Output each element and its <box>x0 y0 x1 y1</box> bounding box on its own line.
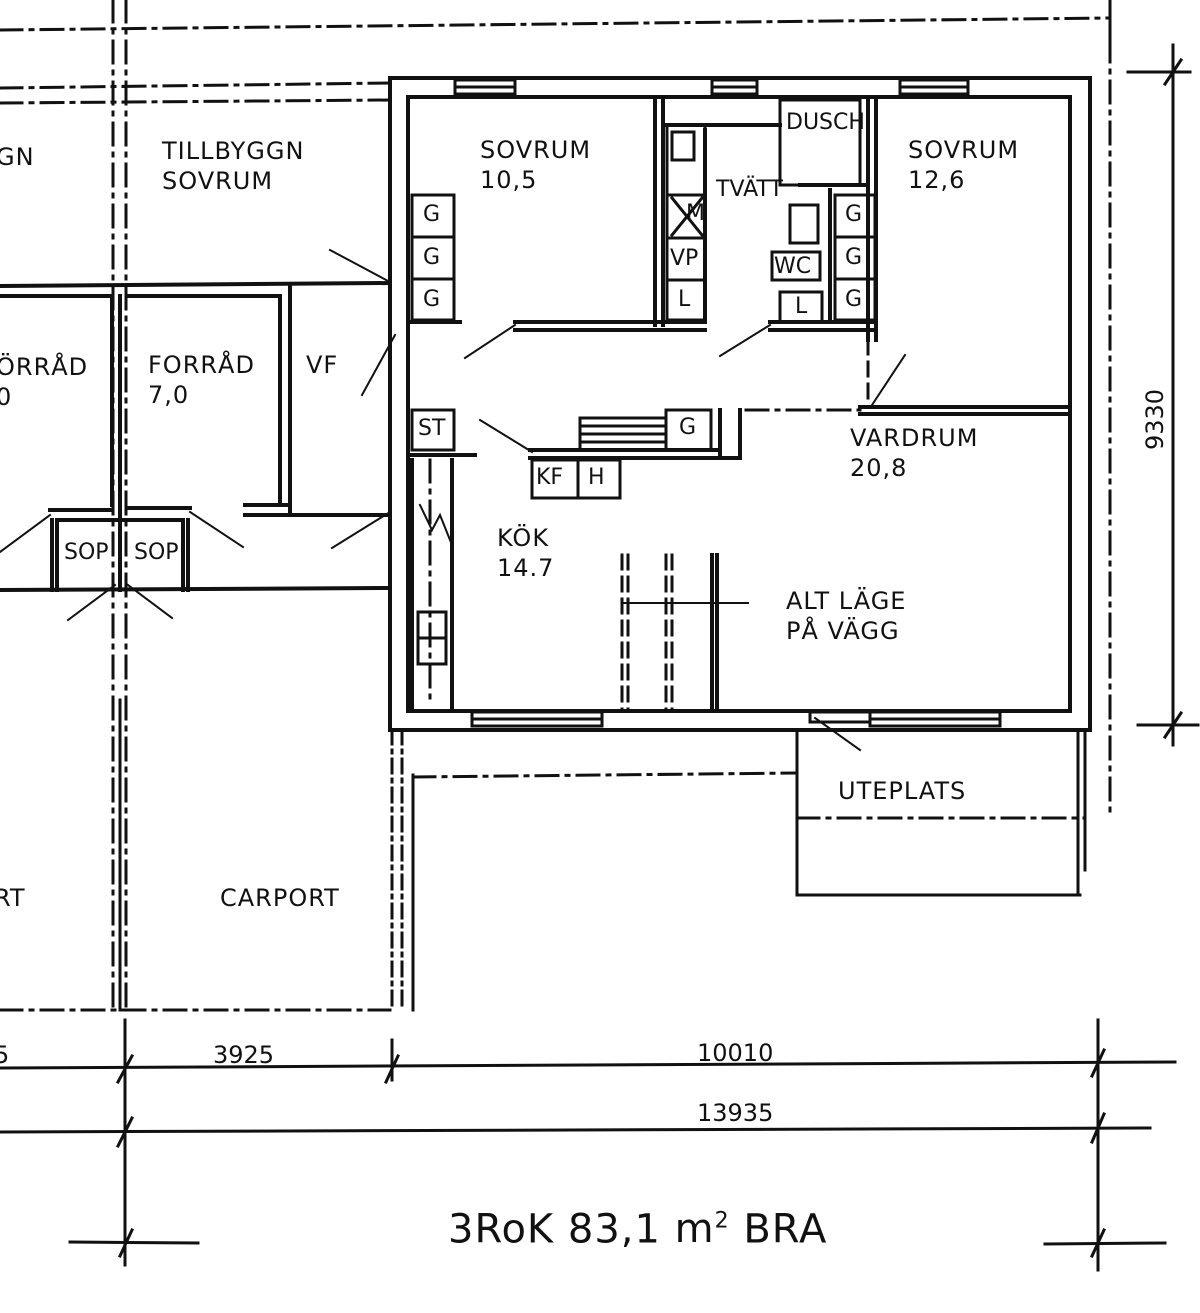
linen-cupboard-label: L <box>678 287 691 312</box>
alt-lage-note: ALT LÄGE PÅ VÄGG <box>786 586 906 646</box>
dimension-house-width: 10010 <box>697 1039 774 1067</box>
room-sovrum-2: SOVRUM 12,6 <box>908 135 1019 195</box>
area-carport-partial: RT <box>0 884 26 912</box>
area-uteplats: UTEPLATS <box>838 777 967 805</box>
room-area: 12,6 <box>908 166 966 194</box>
carport-outline <box>118 698 415 1012</box>
windows <box>453 78 1002 728</box>
room-dusch: DUSCH <box>786 110 865 135</box>
wardrobe-label: G <box>423 287 441 312</box>
summary-prefix: 3RoK <box>448 1206 555 1253</box>
unit-superscript: 2 <box>714 1209 730 1234</box>
room-sovrum-1: SOVRUM 10,5 <box>480 135 591 195</box>
wc-label: WC <box>774 254 812 279</box>
room-area: 7,0 <box>148 381 190 409</box>
dimension-house-depth: 9330 <box>1141 388 1169 450</box>
room-kok: KÖK 14.7 <box>497 523 554 583</box>
room-name: SOVRUM <box>908 136 1020 164</box>
wardrobe-label: G <box>423 202 441 227</box>
room-sop-1: SOP <box>64 540 109 565</box>
wardrobe-label: G <box>845 245 863 270</box>
room-forrad-partial: ÖRRÅD 0 <box>0 352 88 412</box>
wardrobe-label: G <box>679 415 697 440</box>
unit-m: m <box>674 1206 715 1253</box>
room-name-line-2: SOVRUM <box>162 167 274 195</box>
dimension-carport-width: 3925 <box>213 1041 275 1069</box>
note-line-1: ALT LÄGE <box>786 587 907 615</box>
summary-suffix: BRA <box>743 1206 828 1253</box>
room-vardrum: VARDRUM 20,8 <box>850 423 978 483</box>
room-name: KÖK <box>497 524 550 552</box>
patio-outline <box>795 728 1087 897</box>
room-name: ÖRRÅD <box>0 353 89 381</box>
wardrobes-left <box>410 193 456 322</box>
room-forrad: FORRÅD 7,0 <box>148 350 255 410</box>
heat-pump-label: VP <box>670 246 699 271</box>
room-area: 20,8 <box>850 454 908 482</box>
room-tvatt: TVÄTT <box>716 177 783 202</box>
room-tillbyggn: TILLBYGGN SOVRUM <box>162 136 304 196</box>
summary-area: 83,1 <box>567 1206 661 1253</box>
room-name: SOVRUM <box>480 136 592 164</box>
shelf-label: H <box>588 465 605 490</box>
room-vf: VF <box>306 351 339 379</box>
room-name: FORRÅD <box>148 351 255 379</box>
annex-walls <box>0 278 393 593</box>
room-area: 10,5 <box>480 166 538 194</box>
note-line-2: PÅ VÄGG <box>786 617 900 645</box>
wardrobe-label: G <box>845 202 863 227</box>
wardrobe-label: G <box>845 287 863 312</box>
room-tillbyggn-partial: GN <box>0 143 35 171</box>
dimension-total-width: 13935 <box>697 1099 774 1127</box>
wardrobes-right <box>833 193 877 322</box>
summary-unit: m2 <box>675 1206 730 1252</box>
area-carport: CARPORT <box>220 884 340 912</box>
room-area: 14.7 <box>497 554 555 582</box>
fridge-freezer-label: KF <box>536 465 564 490</box>
washing-machine-label: M <box>686 201 705 226</box>
room-sop-2: SOP <box>134 540 179 565</box>
room-area: 0 <box>0 383 13 411</box>
cleaning-cupboard-label: ST <box>418 416 446 441</box>
apartment-summary: 3RoK 83,1 m2 BRA <box>448 1198 827 1253</box>
room-name: VARDRUM <box>850 424 979 452</box>
dimension-partial-left: 5 <box>0 1041 10 1069</box>
room-name-line-1: TILLBYGGN <box>162 137 305 165</box>
dimension-lines <box>0 43 1200 1272</box>
wardrobe-label: G <box>423 245 441 270</box>
linen-cupboard-label: L <box>795 294 808 319</box>
